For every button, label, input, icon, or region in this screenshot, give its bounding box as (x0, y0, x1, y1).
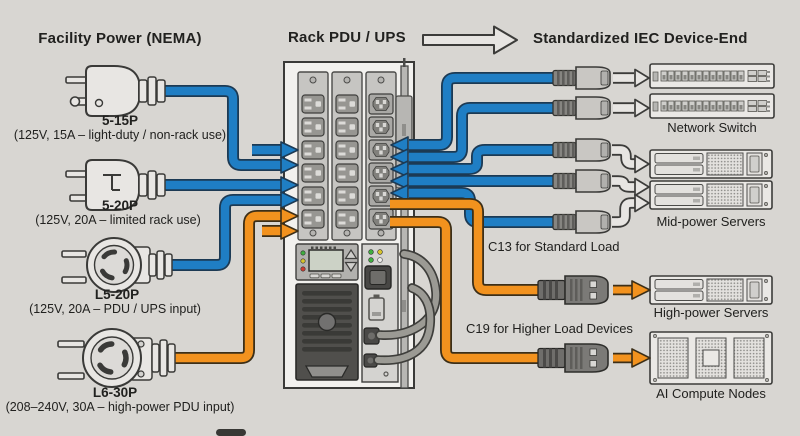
photo-artifact (216, 429, 246, 436)
panel-button (309, 273, 320, 279)
server-unit (649, 149, 773, 179)
arrowhead-into-pdu (390, 148, 409, 166)
arrowhead-into-pdu (280, 191, 299, 209)
plug-label: L5-20P (94, 287, 140, 302)
plug-label: 5-15P (101, 113, 139, 128)
arrowhead-into-pdu (280, 176, 299, 194)
up-arrow-button (344, 248, 358, 260)
plug-l5-20p (61, 237, 173, 293)
plug-spec: (208–240V, 30A – high-power PDU input) (5, 400, 235, 414)
plug-spec: (125V, 15A – light-duty / non-rack use) (13, 128, 227, 142)
device-arrows (612, 68, 651, 368)
arrowhead-into-pdu (280, 222, 299, 240)
arrowhead-into-pdu (390, 184, 409, 202)
plug-label: L6-30P (92, 385, 138, 400)
arrowhead-into-pdu (390, 136, 409, 154)
pdu-outlets (301, 76, 394, 237)
column-title-facility: Facility Power (NEMA) (38, 30, 202, 47)
status-led-red (300, 266, 306, 272)
facility-cables (160, 85, 299, 364)
device-label: Network Switch (667, 120, 757, 135)
arrowhead-into-pdu (390, 172, 409, 190)
note-c13: C13 for Standard Load (488, 239, 620, 254)
plug-5-15p (65, 65, 166, 117)
note-c19: C19 for Higher Load Devices (466, 321, 633, 336)
ups-jumper-cables (373, 249, 441, 365)
c19-connector (537, 343, 609, 373)
arrowhead-into-pdu (280, 156, 299, 174)
c13-connector (552, 66, 611, 90)
device-label: High-power Servers (653, 305, 769, 320)
lcd-screen (308, 249, 344, 272)
c13-connector (552, 138, 611, 162)
c13-connector (552, 169, 611, 193)
arrowhead-into-pdu (280, 141, 299, 159)
panel-button (331, 273, 342, 279)
plug-spec: (125V, 20A – limited rack use) (35, 213, 201, 227)
status-led-yellow (300, 258, 306, 264)
device-cables (390, 72, 556, 364)
server-unit (649, 180, 773, 210)
plug-5-20p (65, 159, 166, 211)
device-label: Mid-power Servers (656, 214, 766, 229)
nema-plugs (57, 65, 176, 388)
server-unit (649, 275, 773, 305)
device-label: AI Compute Nodes (656, 386, 766, 401)
network-switch-unit (649, 93, 775, 119)
plug-spec: (125V, 20A – PDU / UPS input) (29, 302, 201, 316)
ups-module (295, 283, 359, 381)
pdu-control-panel (295, 243, 359, 281)
c19-connector (537, 275, 609, 305)
iec-connectors (537, 66, 611, 373)
iec-devices (649, 63, 775, 385)
arrowhead-into-pdu (280, 207, 299, 225)
column-title-pdu: Rack PDU / UPS (288, 29, 406, 46)
arrowhead-into-pdu (390, 160, 409, 178)
c13-connector (552, 210, 611, 234)
plug-label: 5-20P (101, 198, 139, 213)
c13-connector (552, 96, 611, 120)
status-led-green (300, 250, 306, 256)
column-title-iec: Standardized IEC Device-End (533, 30, 748, 47)
ai-compute-node-unit (649, 331, 773, 385)
down-arrow-button (344, 261, 358, 273)
panel-button (320, 273, 331, 279)
flow-arrow-icon (422, 25, 518, 55)
network-switch-unit (649, 63, 775, 89)
battery-icon (373, 294, 380, 299)
plug-l6-30p (57, 328, 176, 388)
